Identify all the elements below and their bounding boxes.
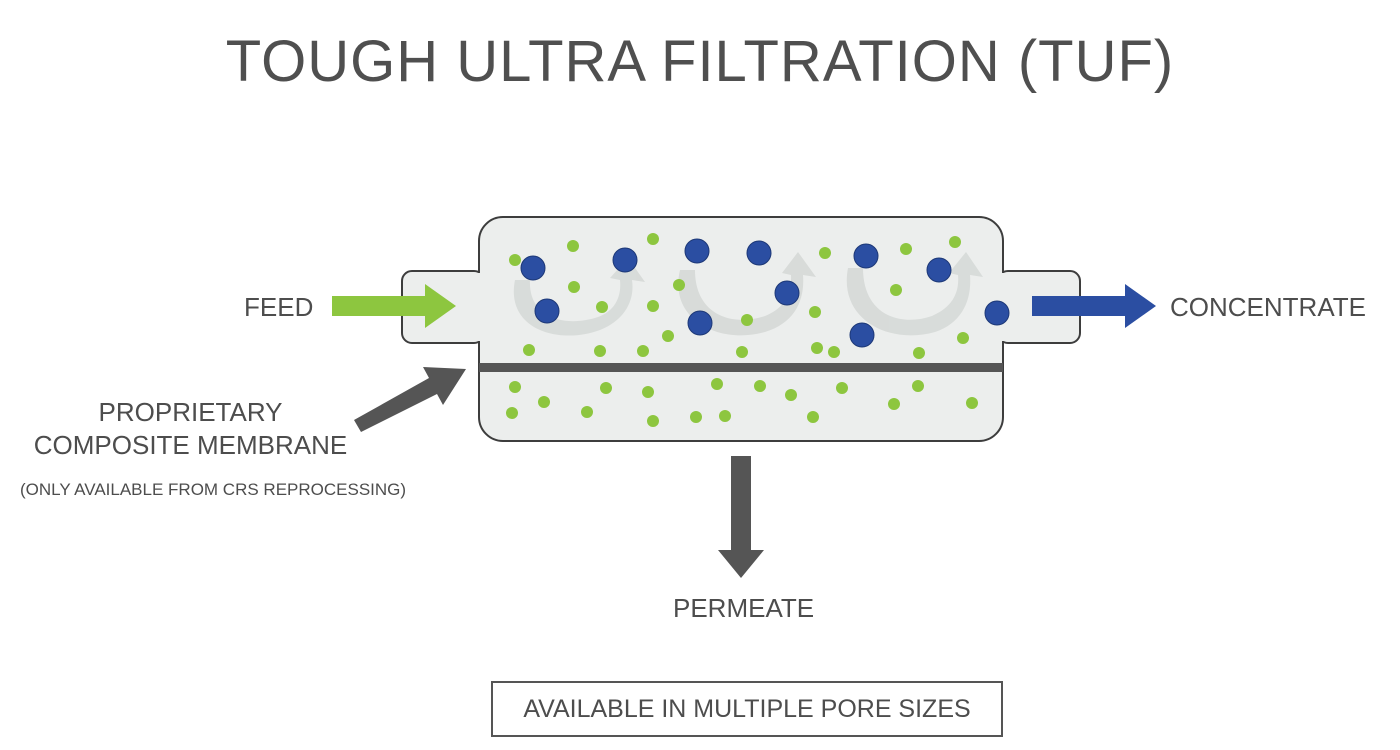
large-particle bbox=[684, 238, 710, 264]
small-particle bbox=[523, 344, 535, 356]
small-particle bbox=[949, 236, 961, 248]
large-particle bbox=[612, 247, 638, 273]
flow-swirl-3 bbox=[846, 252, 983, 336]
small-particle bbox=[568, 281, 580, 293]
small-particle bbox=[809, 306, 821, 318]
small-particle bbox=[690, 411, 702, 423]
small-particle bbox=[600, 382, 612, 394]
pore-sizes-note: AVAILABLE IN MULTIPLE PORE SIZES bbox=[491, 681, 1003, 737]
small-particle bbox=[807, 411, 819, 423]
small-particle bbox=[637, 345, 649, 357]
small-particle bbox=[913, 347, 925, 359]
concentrate-arrow bbox=[1032, 284, 1156, 328]
large-particle bbox=[849, 322, 875, 348]
large-particle bbox=[534, 298, 560, 324]
small-particle bbox=[509, 254, 521, 266]
small-particle bbox=[596, 301, 608, 313]
small-particle bbox=[594, 345, 606, 357]
small-particle bbox=[662, 330, 674, 342]
small-particle bbox=[900, 243, 912, 255]
small-particle bbox=[811, 342, 823, 354]
small-particle bbox=[754, 380, 766, 392]
feed-arrow bbox=[332, 284, 456, 328]
small-particle bbox=[538, 396, 550, 408]
feed-label: FEED bbox=[244, 292, 314, 322]
membrane bbox=[479, 363, 1003, 372]
small-particle bbox=[890, 284, 902, 296]
retained-particles bbox=[520, 238, 1010, 348]
small-particle bbox=[912, 380, 924, 392]
diagram-title: TOUGH ULTRA FILTRATION (TUF) bbox=[225, 29, 1175, 94]
small-particle bbox=[719, 410, 731, 422]
small-particle bbox=[711, 378, 723, 390]
small-particle bbox=[741, 314, 753, 326]
small-particle bbox=[736, 346, 748, 358]
small-particle bbox=[957, 332, 969, 344]
small-particle bbox=[581, 406, 593, 418]
small-particle bbox=[966, 397, 978, 409]
pore-sizes-text: AVAILABLE IN MULTIPLE PORE SIZES bbox=[523, 694, 971, 723]
membrane-label: PROPRIETARY COMPOSITE MEMBRANE bbox=[18, 396, 363, 462]
small-particle bbox=[888, 398, 900, 410]
small-particle bbox=[647, 300, 659, 312]
small-particle bbox=[785, 389, 797, 401]
flow-swirl-2 bbox=[678, 252, 816, 336]
small-particle bbox=[506, 407, 518, 419]
large-particle bbox=[853, 243, 879, 269]
large-particle bbox=[520, 255, 546, 281]
small-particle bbox=[836, 382, 848, 394]
small-particle bbox=[673, 279, 685, 291]
permeate-arrow bbox=[718, 456, 764, 578]
large-particle bbox=[984, 300, 1010, 326]
small-particle bbox=[509, 381, 521, 393]
membrane-note: (ONLY AVAILABLE FROM CRS REPROCESSING) bbox=[20, 480, 407, 499]
small-particle bbox=[642, 386, 654, 398]
small-particle bbox=[828, 346, 840, 358]
membrane-label-line1: PROPRIETARY bbox=[98, 397, 283, 427]
large-particle bbox=[774, 280, 800, 306]
small-particle bbox=[647, 415, 659, 427]
membrane-label-line2: COMPOSITE MEMBRANE bbox=[33, 430, 348, 460]
large-particle bbox=[926, 257, 952, 283]
large-particle bbox=[687, 310, 713, 336]
large-particle bbox=[746, 240, 772, 266]
membrane-pointer-arrow bbox=[354, 367, 466, 432]
small-particle bbox=[819, 247, 831, 259]
small-particle bbox=[567, 240, 579, 252]
permeate-label: PERMEATE bbox=[673, 593, 815, 623]
permeate-particles bbox=[506, 233, 978, 427]
small-particle bbox=[647, 233, 659, 245]
concentrate-label: CONCENTRATE bbox=[1170, 292, 1366, 322]
